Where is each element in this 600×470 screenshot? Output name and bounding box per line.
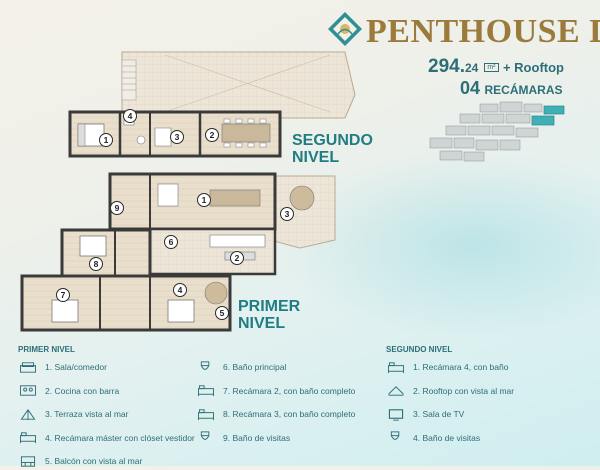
lower-marker-label: 5: [220, 308, 225, 318]
area-rooftop: + Rooftop: [502, 60, 564, 75]
upper-marker-label: 2: [210, 130, 215, 140]
upper-marker-label: 1: [104, 135, 109, 145]
lower-marker-label: 7: [61, 290, 66, 300]
bed-icon: [198, 385, 214, 397]
area-summary: 294.24 m² + Rooftop: [428, 56, 564, 78]
rooftop-icon: [388, 386, 404, 396]
upper-room-markers: [99, 109, 219, 147]
kitchen-icon: [20, 385, 36, 396]
legend-item-label: 1. Sala/comedor: [45, 362, 107, 372]
lower-marker-1: [197, 193, 211, 207]
segundo-nivel-line2: NIVEL: [292, 149, 340, 166]
legend-item: 3. Sala de TV: [386, 405, 464, 423]
legend-item: 7. Recámara 2, con baño completo: [196, 382, 355, 400]
area-decimal: 24: [464, 61, 479, 75]
area-integer: 294.: [428, 56, 465, 77]
bedrooms-count: 04: [460, 78, 481, 98]
legend-item-label: 2. Rooftop con vista al mar: [413, 385, 515, 396]
primer-nivel-label: PRIMER NIVEL: [238, 298, 300, 332]
legend-item-label: 2. Cocina con barra: [45, 385, 120, 396]
page-title: PENTHOUSE D: [366, 13, 600, 50]
legend-item: 8. Recámara 3, con baño completo: [196, 405, 355, 423]
legend-item: 4. Baño de visitas: [386, 429, 480, 447]
primer-nivel-line2: NIVEL: [238, 315, 286, 332]
primer-nivel-line1: PRIMER: [238, 298, 301, 315]
legend-item-label: 6. Baño principal: [223, 362, 287, 372]
lower-marker-3: [280, 207, 294, 221]
floor-plan: 1 2 3 4: [20, 51, 356, 332]
legend-item: 1. Recámara 4, con baño: [386, 358, 508, 376]
toilet-icon: [390, 431, 400, 440]
lower-marker-label: 1: [202, 195, 207, 205]
bed-icon: [20, 432, 36, 444]
legend-item-label: 4. Baño de visitas: [413, 432, 481, 443]
building-keyplan: [429, 101, 565, 162]
toilet-icon: [200, 360, 210, 370]
lower-marker-label: 8: [94, 259, 99, 269]
lower-marker-2: [230, 251, 244, 265]
lower-marker-4: [173, 283, 187, 297]
lower-marker-label: 4: [178, 285, 183, 295]
legend-item: 4. Recámara máster con clóset vestidor: [18, 429, 195, 447]
tv-icon: [388, 408, 404, 421]
lower-marker-label: 9: [115, 203, 120, 213]
legend-item-label: 1. Recámara 4, con baño: [413, 362, 509, 372]
upper-marker-label: 3: [175, 132, 180, 142]
legend-item-label: 3. Sala de TV: [413, 409, 465, 419]
upper-marker-4: [123, 109, 137, 123]
bedrooms-summary: 04 RECÁMARAS: [460, 78, 562, 99]
bedrooms-label: RECÁMARAS: [484, 83, 563, 97]
legend-item: 5. Balcón con vista al mar: [18, 452, 142, 470]
sofa-icon: [20, 361, 36, 373]
legend-item: 2. Cocina con barra: [18, 382, 119, 400]
segundo-nivel-legend-title: SEGUNDO NIVEL: [386, 345, 453, 354]
bed-icon: [388, 361, 404, 373]
legend-item-label: 9. Baño de visitas: [223, 432, 291, 443]
lower-level-plan: 1 2 3 4 5 6 7 8 9: [20, 172, 336, 332]
legend-item: 9. Baño de visitas: [196, 429, 290, 447]
upper-marker-label: 4: [128, 111, 133, 121]
upper-level-plan: 1 2 3 4: [68, 51, 356, 158]
legend-item-label: 8. Recámara 3, con baño completo: [223, 409, 356, 419]
legend-item-label: 5. Balcón con vista al mar: [45, 456, 143, 466]
lower-marker-5: [215, 306, 229, 320]
legend-item: 3. Terraza vista al mar: [18, 405, 128, 423]
terrace-icon: [20, 408, 36, 420]
upper-marker-2: [205, 128, 219, 142]
lower-marker-8: [89, 257, 103, 271]
segundo-nivel-line1: SEGUNDO: [292, 132, 373, 149]
lower-marker-6: [164, 235, 178, 249]
lower-marker-label: 3: [285, 209, 290, 219]
upper-marker-3: [170, 130, 184, 144]
segundo-nivel-label: SEGUNDO NIVEL: [292, 132, 373, 166]
upper-marker-1: [99, 133, 113, 147]
lower-room-markers: [56, 193, 294, 320]
lower-marker-label: 6: [169, 237, 174, 247]
legend-item: 1. Sala/comedor: [18, 358, 107, 376]
lower-marker-label: 2: [235, 253, 240, 263]
balcony-icon: [20, 455, 36, 467]
petra-logo: [328, 12, 362, 46]
legend-item-label: 7. Recámara 2, con baño completo: [223, 385, 356, 396]
lower-marker-9: [110, 201, 124, 215]
legend-item-label: 3. Terraza vista al mar: [45, 409, 129, 419]
legend-item: 6. Baño principal: [196, 358, 286, 376]
primer-nivel-legend-title: PRIMER NIVEL: [18, 345, 75, 354]
toilet-icon: [200, 431, 210, 440]
legend-item: 2. Rooftop con vista al mar: [386, 382, 514, 400]
lower-marker-7: [56, 288, 70, 302]
bed-icon: [198, 408, 214, 420]
area-unit: m²: [484, 63, 499, 72]
legend-item-label: 4. Recámara máster con clóset vestidor: [45, 432, 195, 443]
